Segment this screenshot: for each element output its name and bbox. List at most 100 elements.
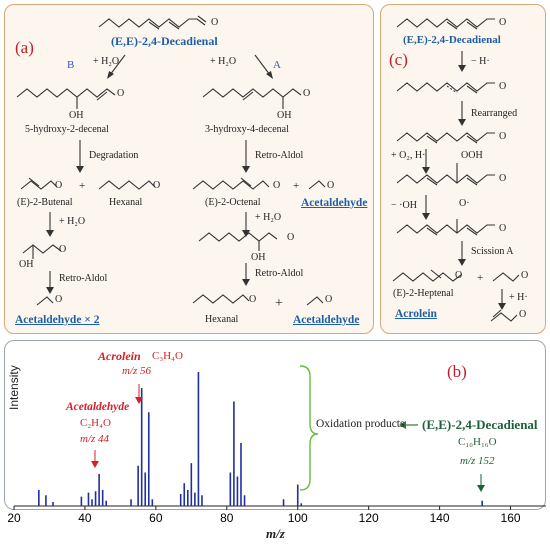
plus-sign: + — [275, 296, 283, 311]
arrow-retro-aldol-b — [46, 271, 54, 294]
acetaldehyde-structure — [306, 296, 324, 306]
arrow-retro-aldol-a — [242, 263, 250, 286]
oxygen-label: O — [325, 294, 333, 305]
vinyl-radical-structure — [492, 272, 520, 282]
step-retro-aldol: Retro-Aldol — [59, 273, 108, 284]
decadienal-structure-a — [98, 15, 207, 30]
arrow-minus-oh — [422, 195, 430, 220]
heptenal-structure — [392, 269, 462, 282]
compound-octenal: (E)-2-Octenal — [205, 197, 261, 208]
oxygen-label: O — [249, 294, 257, 305]
oxygen-label: O — [211, 17, 219, 28]
oxygen-label: O — [273, 180, 281, 191]
arrow-retro-aldol-1 — [242, 140, 250, 173]
acrolein-formula: C₃H₄O — [152, 350, 183, 362]
compound-acetaldehyde-x2: Acetaldehyde × 2 — [15, 314, 100, 326]
compound-hexanal-a: Hexanal — [205, 314, 239, 325]
arrow-h2o-a — [242, 212, 250, 237]
radical-structure-1 — [396, 82, 495, 94]
acetaldehyde-structure — [36, 296, 54, 306]
oxidation-arrow — [399, 421, 418, 429]
butenal-structure — [20, 177, 58, 190]
panel-c-letter: (c) — [389, 50, 408, 69]
path-a-label: A — [273, 59, 281, 71]
panel-a: (a) O (E,E)-2,4-Decadienal B + H₂O + H₂O… — [4, 4, 374, 334]
acrolein-name: Acrolein — [98, 349, 141, 363]
oxygen-label: O — [499, 81, 507, 92]
oh-label: OH — [69, 110, 84, 121]
acetaldehyde-mz: m/z 44 — [80, 433, 110, 445]
acetaldehyde-name: Acetaldehyde — [66, 401, 130, 413]
decadienal-title-c: (E,E)-2,4-Decadienal — [403, 34, 501, 46]
x-tick-label: 60 — [149, 511, 163, 525]
step-plus-h: + H· — [509, 292, 528, 303]
alkoxy-structure — [396, 219, 495, 236]
compound-acrolein: Acrolein — [395, 308, 437, 320]
acrolein-structure — [490, 309, 518, 322]
h2o-label-a2: + H₂O — [255, 212, 282, 223]
oxygen-label: O — [303, 88, 311, 99]
oxygen-label: O — [499, 17, 507, 28]
oxygen-label: O — [499, 131, 507, 142]
compound-3-hydroxy-4-decenal: 3-hydroxy-4-decenal — [205, 124, 289, 135]
panel-c: O (E,E)-2,4-Decadienal (c) − H· O Rearra… — [380, 4, 546, 334]
acetaldehyde-structure — [308, 180, 326, 190]
step-degradation: Degradation — [89, 150, 139, 161]
path-b-label: B — [67, 59, 75, 71]
oxygen-label: O — [55, 294, 63, 305]
hydroperoxide-structure — [396, 163, 495, 186]
h2o-label-b: + H₂O — [93, 56, 120, 67]
compound-acetaldehyde-a1: Acetaldehyde — [301, 197, 368, 209]
arrow-o2 — [422, 149, 430, 174]
hydroxyoctanal-structure — [198, 232, 278, 251]
hexanal-structure — [98, 180, 156, 190]
hydroxydecenal-3-structure — [202, 88, 302, 109]
h2o-label-a: + H₂O — [210, 56, 237, 67]
arrow-minus-h — [458, 51, 466, 72]
plus-sign: + — [477, 272, 484, 284]
oxygen-label: O — [455, 270, 463, 281]
oxygen-label: O — [499, 223, 507, 234]
compound-butenal: (E)-2-Butenal — [17, 197, 73, 208]
x-tick-label: 120 — [359, 511, 379, 525]
oxidation-bracket — [299, 365, 319, 491]
radical-structure-2 — [396, 132, 495, 144]
x-tick-label: 80 — [220, 511, 234, 525]
plus-sign: + — [79, 180, 86, 192]
step-retro-aldol: Retro-Aldol — [255, 268, 304, 279]
oxidation-products-label: Oxidation products — [316, 418, 405, 430]
acetaldehyde-arrow — [91, 450, 99, 468]
arrow-plus-h — [498, 289, 506, 310]
x-tick-label: 140 — [430, 511, 450, 525]
x-tick-label: 40 — [78, 511, 92, 525]
compound-5-hydroxy-2-decenal: 5-hydroxy-2-decenal — [25, 124, 109, 135]
alkoxy-o-label: O· — [459, 198, 470, 209]
panel-a-letter: (a) — [15, 38, 34, 57]
branch-arrows-a — [107, 54, 273, 79]
step-rearranged: Rearranged — [471, 108, 518, 119]
oxygen-label: O — [153, 180, 161, 191]
hydroxydecenal-5-structure — [16, 88, 116, 109]
oh-label: OH — [19, 259, 34, 270]
oh-label: OH — [251, 252, 266, 263]
arrow-degradation — [76, 140, 84, 173]
octenal-structure — [192, 177, 270, 190]
x-axis-label: m/z — [266, 526, 285, 541]
decadienal-structure-c — [396, 18, 495, 30]
panel-b-letter: (b) — [447, 362, 467, 381]
decadienal-mz: m/z 152 — [460, 455, 495, 467]
h2o-label-b2: + H₂O — [59, 216, 86, 227]
decadienal-arrow — [477, 474, 485, 492]
x-tick-label: 100 — [288, 511, 308, 525]
step-retro-aldol: Retro-Aldol — [255, 150, 304, 161]
step-scission: Scission A — [471, 246, 514, 257]
acetaldehyde-formula: C₂H₄O — [80, 417, 111, 429]
x-tick-label: 20 — [7, 511, 21, 525]
decadienal-formula: C₁₀H₁₆O — [458, 436, 497, 448]
panel-b: (b) — [4, 340, 546, 510]
step-minus-h: − H· — [471, 56, 490, 67]
oxygen-label: O — [499, 173, 507, 184]
decadienal-title-a: (E,E)-2,4-Decadienal — [111, 34, 218, 48]
x-tick-label: 160 — [501, 511, 521, 525]
oxygen-label: O — [117, 88, 125, 99]
